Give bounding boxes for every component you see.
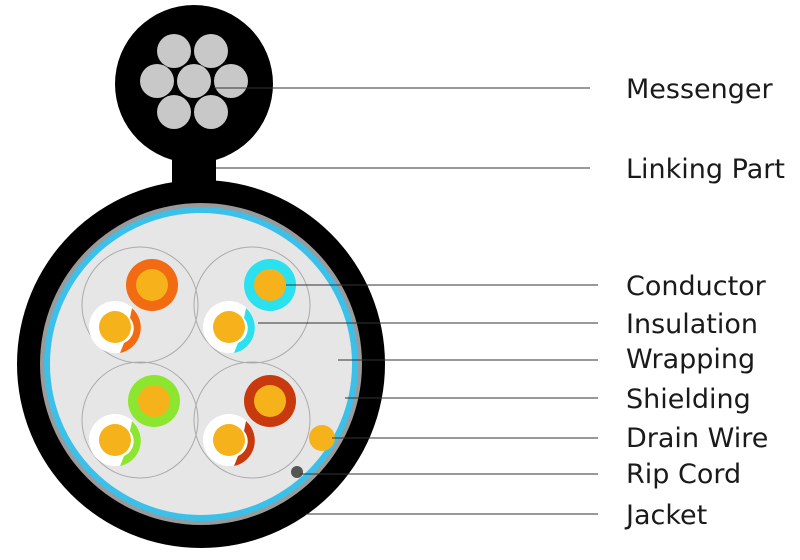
- twisted-pair-3: [81, 361, 199, 479]
- label-drain-wire: Drain Wire: [626, 423, 768, 454]
- conductor: [213, 311, 245, 343]
- main-cable: [17, 180, 385, 548]
- stripe: [120, 421, 141, 466]
- pair-boundary: [81, 246, 199, 364]
- messenger-group: [115, 5, 273, 163]
- pair-boundary: [81, 361, 199, 479]
- messenger-strand: [214, 64, 248, 98]
- label-messenger: Messenger: [626, 74, 774, 105]
- label-rip-cord: Rip Cord: [626, 459, 741, 490]
- filler-core: [50, 213, 352, 515]
- messenger-strand: [157, 95, 191, 129]
- messenger-strand: [194, 95, 228, 129]
- conductor: [254, 385, 286, 417]
- pair-boundary: [193, 246, 311, 364]
- twisted-pair-2: [193, 246, 311, 364]
- stripe: [234, 308, 255, 353]
- label-jacket: Jacket: [624, 500, 707, 531]
- conductor: [254, 269, 286, 301]
- pair-boundary: [193, 361, 311, 479]
- label-shielding: Shielding: [626, 384, 751, 415]
- conductor: [99, 424, 131, 456]
- rip-cord: [291, 466, 303, 478]
- messenger-strand: [194, 34, 228, 68]
- conductor: [99, 311, 131, 343]
- messenger-strand: [177, 64, 211, 98]
- leader-lines: [214, 87, 598, 515]
- conductor: [136, 269, 168, 301]
- label-insulation: Insulation: [626, 309, 758, 340]
- stripe: [120, 308, 141, 353]
- labels: Messenger Linking Part Conductor Insulat…: [624, 74, 785, 531]
- conductor: [138, 385, 170, 417]
- conductor: [213, 424, 245, 456]
- messenger-strand: [157, 34, 191, 68]
- label-wrapping: Wrapping: [626, 344, 755, 375]
- twisted-pair-1: [81, 246, 199, 364]
- twisted-pair-4: [193, 361, 311, 479]
- label-conductor: Conductor: [626, 271, 767, 302]
- label-linking-part: Linking Part: [626, 154, 785, 185]
- drain-wire: [309, 425, 335, 451]
- messenger-strand: [140, 64, 174, 98]
- stripe: [234, 421, 255, 466]
